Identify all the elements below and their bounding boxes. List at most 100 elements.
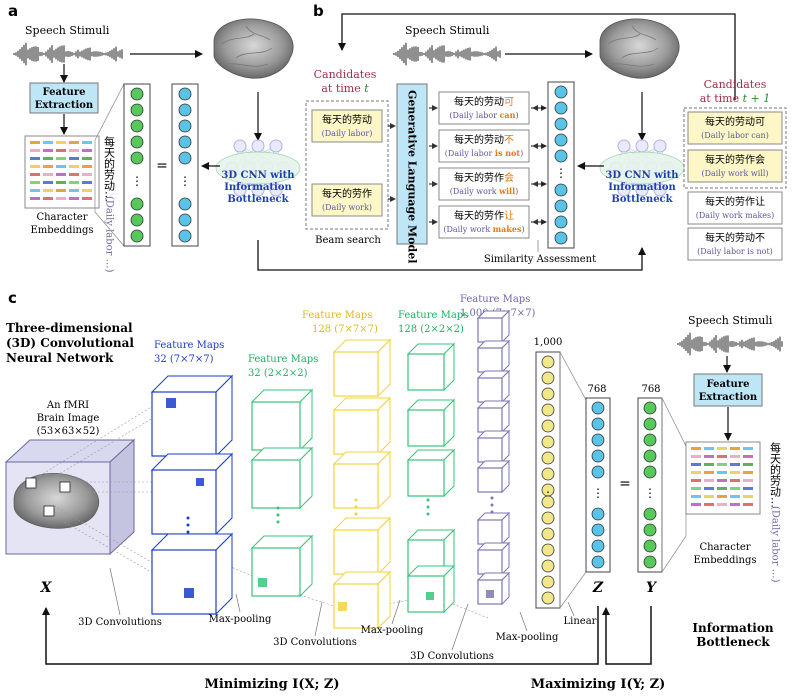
network-node (635, 139, 649, 153)
beam-candidates: 每天的劳动(Daily labor)每天的劳作(Daily work) (311, 109, 383, 217)
feature-map-cube-front (477, 317, 503, 343)
var-y: Y (646, 580, 658, 596)
embedding-cell (691, 479, 701, 482)
equals-c: = (619, 476, 631, 492)
embedding-cell (56, 189, 66, 192)
vertical-translation-a: (Daily labor …) (104, 196, 115, 273)
vector-node (541, 511, 555, 525)
stack-ellipsis-dot (276, 513, 280, 517)
glm-box (396, 83, 428, 245)
embedding-cell (56, 157, 66, 160)
embedding-cell (30, 149, 40, 152)
candidates-t1-label-1: Candidates (704, 78, 767, 91)
embedding-cell (43, 189, 53, 192)
waveform-b (393, 42, 501, 66)
embedding-cell (691, 471, 701, 474)
panel-a: a Speech Stimuli Feature Extraction Char… (8, 2, 301, 273)
embedding-cell (691, 455, 701, 458)
pool3-label: Max-pooling (496, 632, 559, 643)
feature-extraction-box-c (693, 373, 763, 407)
embedding-cell (743, 463, 753, 466)
embedding-cell (704, 471, 714, 474)
vector-node (554, 85, 568, 99)
embedding-cell (717, 463, 727, 466)
vector-node (554, 149, 568, 163)
vector-node (541, 451, 555, 465)
embedding-cell (743, 503, 753, 506)
stack-ellipsis-dot (426, 498, 430, 502)
feature-map-cube-front (333, 351, 379, 397)
feature-map-cube-front (151, 391, 217, 457)
vector-node (130, 135, 144, 149)
vector-node (643, 507, 657, 521)
speech-stimuli-b: Speech Stimuli (405, 24, 490, 37)
stack-ellipsis-dot (354, 498, 358, 502)
vector-node (178, 229, 192, 243)
brain-icon (599, 18, 680, 79)
network-node (653, 139, 667, 153)
vertical-chars-c: 每天的劳动… (769, 441, 782, 508)
vector-node (178, 87, 192, 101)
embedding-cell (704, 455, 714, 458)
fm3-label-2: 128 (7×7×7) (312, 324, 378, 335)
embedding-cell (82, 165, 92, 168)
vector-node (541, 371, 555, 385)
embedding-cell (717, 455, 727, 458)
character-embeddings-label-a2: Embeddings (30, 225, 93, 236)
waveform-c (677, 332, 783, 356)
equals-a: = (156, 158, 168, 174)
cnn-label-a2: Information (224, 182, 292, 193)
embedding-cell (704, 487, 714, 490)
vector-node (541, 527, 555, 541)
feature-extraction-label-a1: Feature (43, 87, 86, 98)
expansion-box (438, 91, 530, 125)
vector-node (130, 87, 144, 101)
next-candidate-en: (Daily work will) (701, 169, 768, 178)
bottleneck-ellipse (215, 151, 301, 185)
expansion-en: (Daily work will) (450, 186, 519, 196)
fm4-label-1: Feature Maps (398, 310, 468, 321)
vertical-chars-a: 每天的劳动… (103, 135, 116, 202)
vector-ellipsis: ⋮ (179, 174, 191, 188)
embedding-cell (56, 149, 66, 152)
embedding-cell (82, 197, 92, 200)
embedding-cell (717, 447, 727, 450)
kernel-cube (196, 478, 204, 486)
embedding-cell (69, 149, 79, 152)
feature-map-cube-front (407, 459, 445, 497)
conv2-label: 3D Convolutions (273, 637, 357, 648)
vector-node (554, 199, 568, 213)
stack-ellipsis-dot (426, 512, 430, 516)
stack-ellipsis-dot (490, 503, 494, 507)
kernel-cube (166, 398, 176, 408)
green-vector-a: ⋮ (130, 87, 144, 243)
waveform-path (393, 42, 501, 66)
embedding-cell (56, 165, 66, 168)
vector-node (554, 101, 568, 115)
vector-node (130, 103, 144, 117)
feedback-loop-arrow (338, 13, 736, 100)
cnn-title-3: Neural Network (6, 351, 114, 365)
embedding-cell (743, 471, 753, 474)
bottleneck-ellipse (599, 151, 685, 185)
network-node (269, 139, 283, 153)
vector-node (541, 419, 555, 433)
vector-node (643, 555, 657, 569)
kernel-cube (184, 588, 194, 598)
network-node (233, 139, 247, 153)
cnn-label-b1: 3D CNN with (605, 170, 679, 181)
n768-label-z: 768 (587, 384, 606, 395)
next-candidate-box (687, 191, 783, 225)
vector-node (541, 591, 555, 605)
expansion-box (438, 167, 530, 201)
vector-ellipsis: ⋮ (131, 174, 143, 188)
embedding-cell (69, 173, 79, 176)
vector-node (643, 401, 657, 415)
feature-extraction-label-c2: Extraction (699, 392, 758, 403)
vector-ellipsis: ⋮ (555, 166, 567, 180)
expansion-en: (Daily labor can) (449, 110, 518, 120)
operation-leader-lines (109, 567, 575, 651)
vector-node (178, 197, 192, 211)
linear-label: Linear (564, 616, 597, 627)
